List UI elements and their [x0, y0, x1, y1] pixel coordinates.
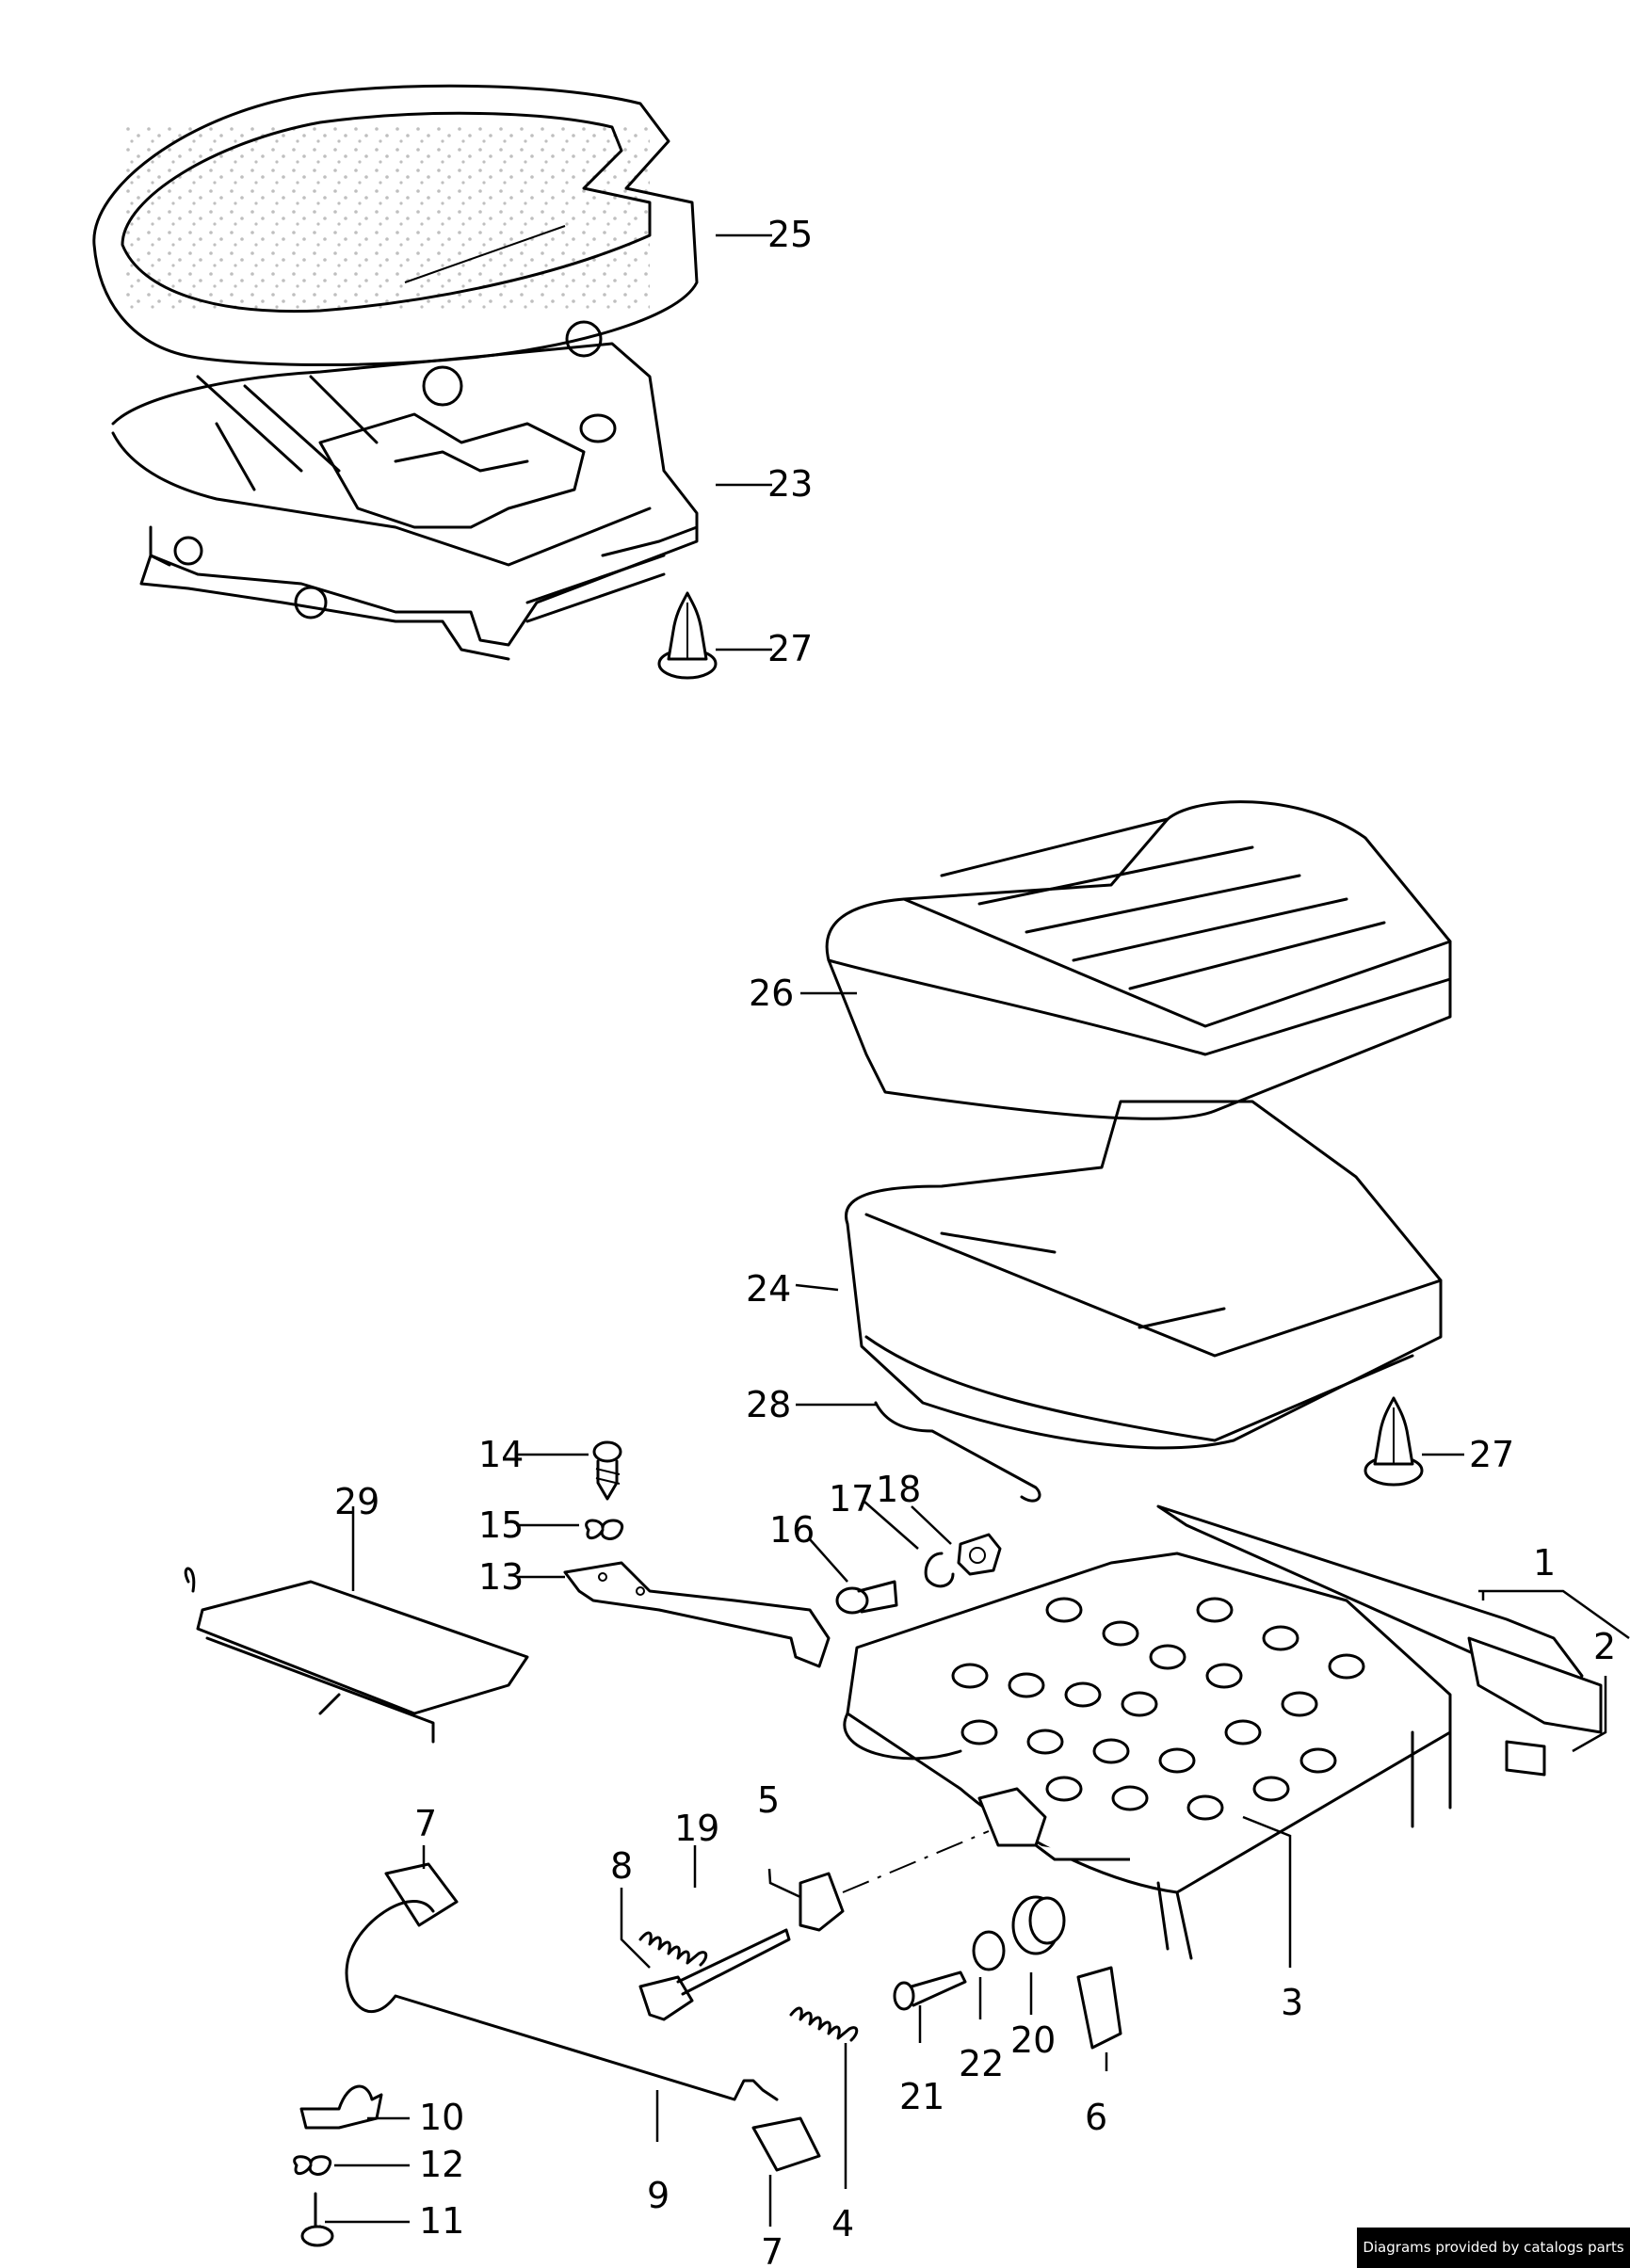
washer-12 — [293, 2155, 332, 2176]
callout-3: 3 — [1281, 1982, 1303, 2023]
clip-6 — [1076, 1966, 1122, 2050]
washer-15 — [585, 1519, 624, 1540]
callout-20: 20 — [1010, 2019, 1056, 2061]
bushing-20 — [1011, 1895, 1066, 1955]
callout-6: 6 — [1085, 2097, 1107, 2138]
callout-23: 23 — [767, 463, 813, 505]
callout-27-upper: 27 — [767, 628, 813, 669]
spring-4 — [789, 2006, 859, 2042]
callout-1: 1 — [1533, 1542, 1556, 1584]
callout-9: 9 — [647, 2175, 670, 2216]
callout-4: 4 — [831, 2203, 854, 2244]
callout-13: 13 — [478, 1556, 524, 1598]
callout-22: 22 — [959, 2043, 1004, 2084]
seat-cover — [825, 800, 1452, 1120]
callout-19: 19 — [674, 1808, 719, 1849]
callout-17: 17 — [829, 1478, 874, 1520]
spring-19 — [638, 1931, 708, 1967]
wire-rod — [874, 1401, 1041, 1503]
nut-18 — [957, 1533, 1002, 1576]
callout-11: 11 — [419, 2200, 464, 2242]
callout-27-lower: 27 — [1469, 1434, 1514, 1475]
seat-pan — [843, 1552, 1452, 1960]
foam-pad-upper — [92, 84, 699, 366]
washer-22 — [972, 1930, 1006, 1971]
callout-12: 12 — [419, 2144, 464, 2185]
clamp-10 — [299, 2084, 383, 2130]
callout-29: 29 — [334, 1481, 379, 1522]
callout-7-upper: 7 — [414, 1803, 437, 1844]
callout-15: 15 — [478, 1504, 524, 1546]
callout-18: 18 — [876, 1469, 921, 1510]
screw-14 — [592, 1440, 622, 1501]
callout-28: 28 — [746, 1384, 791, 1425]
callout-5: 5 — [757, 1779, 780, 1821]
callout-24: 24 — [746, 1268, 791, 1310]
seat-foam-pad — [845, 1100, 1443, 1450]
callout-10: 10 — [419, 2097, 464, 2138]
callout-26: 26 — [749, 973, 794, 1014]
cap-7-lower — [751, 2116, 821, 2172]
screw-21 — [893, 1970, 967, 2011]
rod-9 — [345, 1900, 779, 2101]
bolt-16 — [835, 1580, 898, 1615]
callout-16: 16 — [769, 1509, 815, 1551]
cap-7-upper — [384, 1862, 459, 1927]
callout-25: 25 — [767, 214, 813, 255]
bracket-5 — [799, 1872, 845, 1932]
lever-8 — [638, 1928, 791, 2021]
screw-11 — [300, 2192, 334, 2247]
callout-14: 14 — [478, 1434, 524, 1475]
seat-rail — [1156, 1504, 1603, 1777]
spring-washer-17 — [924, 1552, 955, 1588]
callout-21: 21 — [899, 2076, 944, 2117]
leader-lines — [325, 233, 1630, 2227]
callout-8: 8 — [610, 1845, 633, 1887]
seat-frame-upper — [111, 320, 699, 661]
callout-2: 2 — [1593, 1626, 1616, 1667]
callouts: 25 23 27 26 24 28 27 14 15 13 29 16 17 1… — [334, 214, 1616, 2268]
axis-line — [842, 1830, 990, 1893]
callout-7-lower: 7 — [761, 2231, 783, 2268]
bracket-13 — [563, 1561, 831, 1668]
push-clip-upper — [657, 591, 718, 680]
push-clip-lower — [1364, 1396, 1424, 1487]
credit-banner: Diagrams provided by catalogs parts — [1357, 2228, 1630, 2268]
bracket-29 — [184, 1567, 529, 1744]
